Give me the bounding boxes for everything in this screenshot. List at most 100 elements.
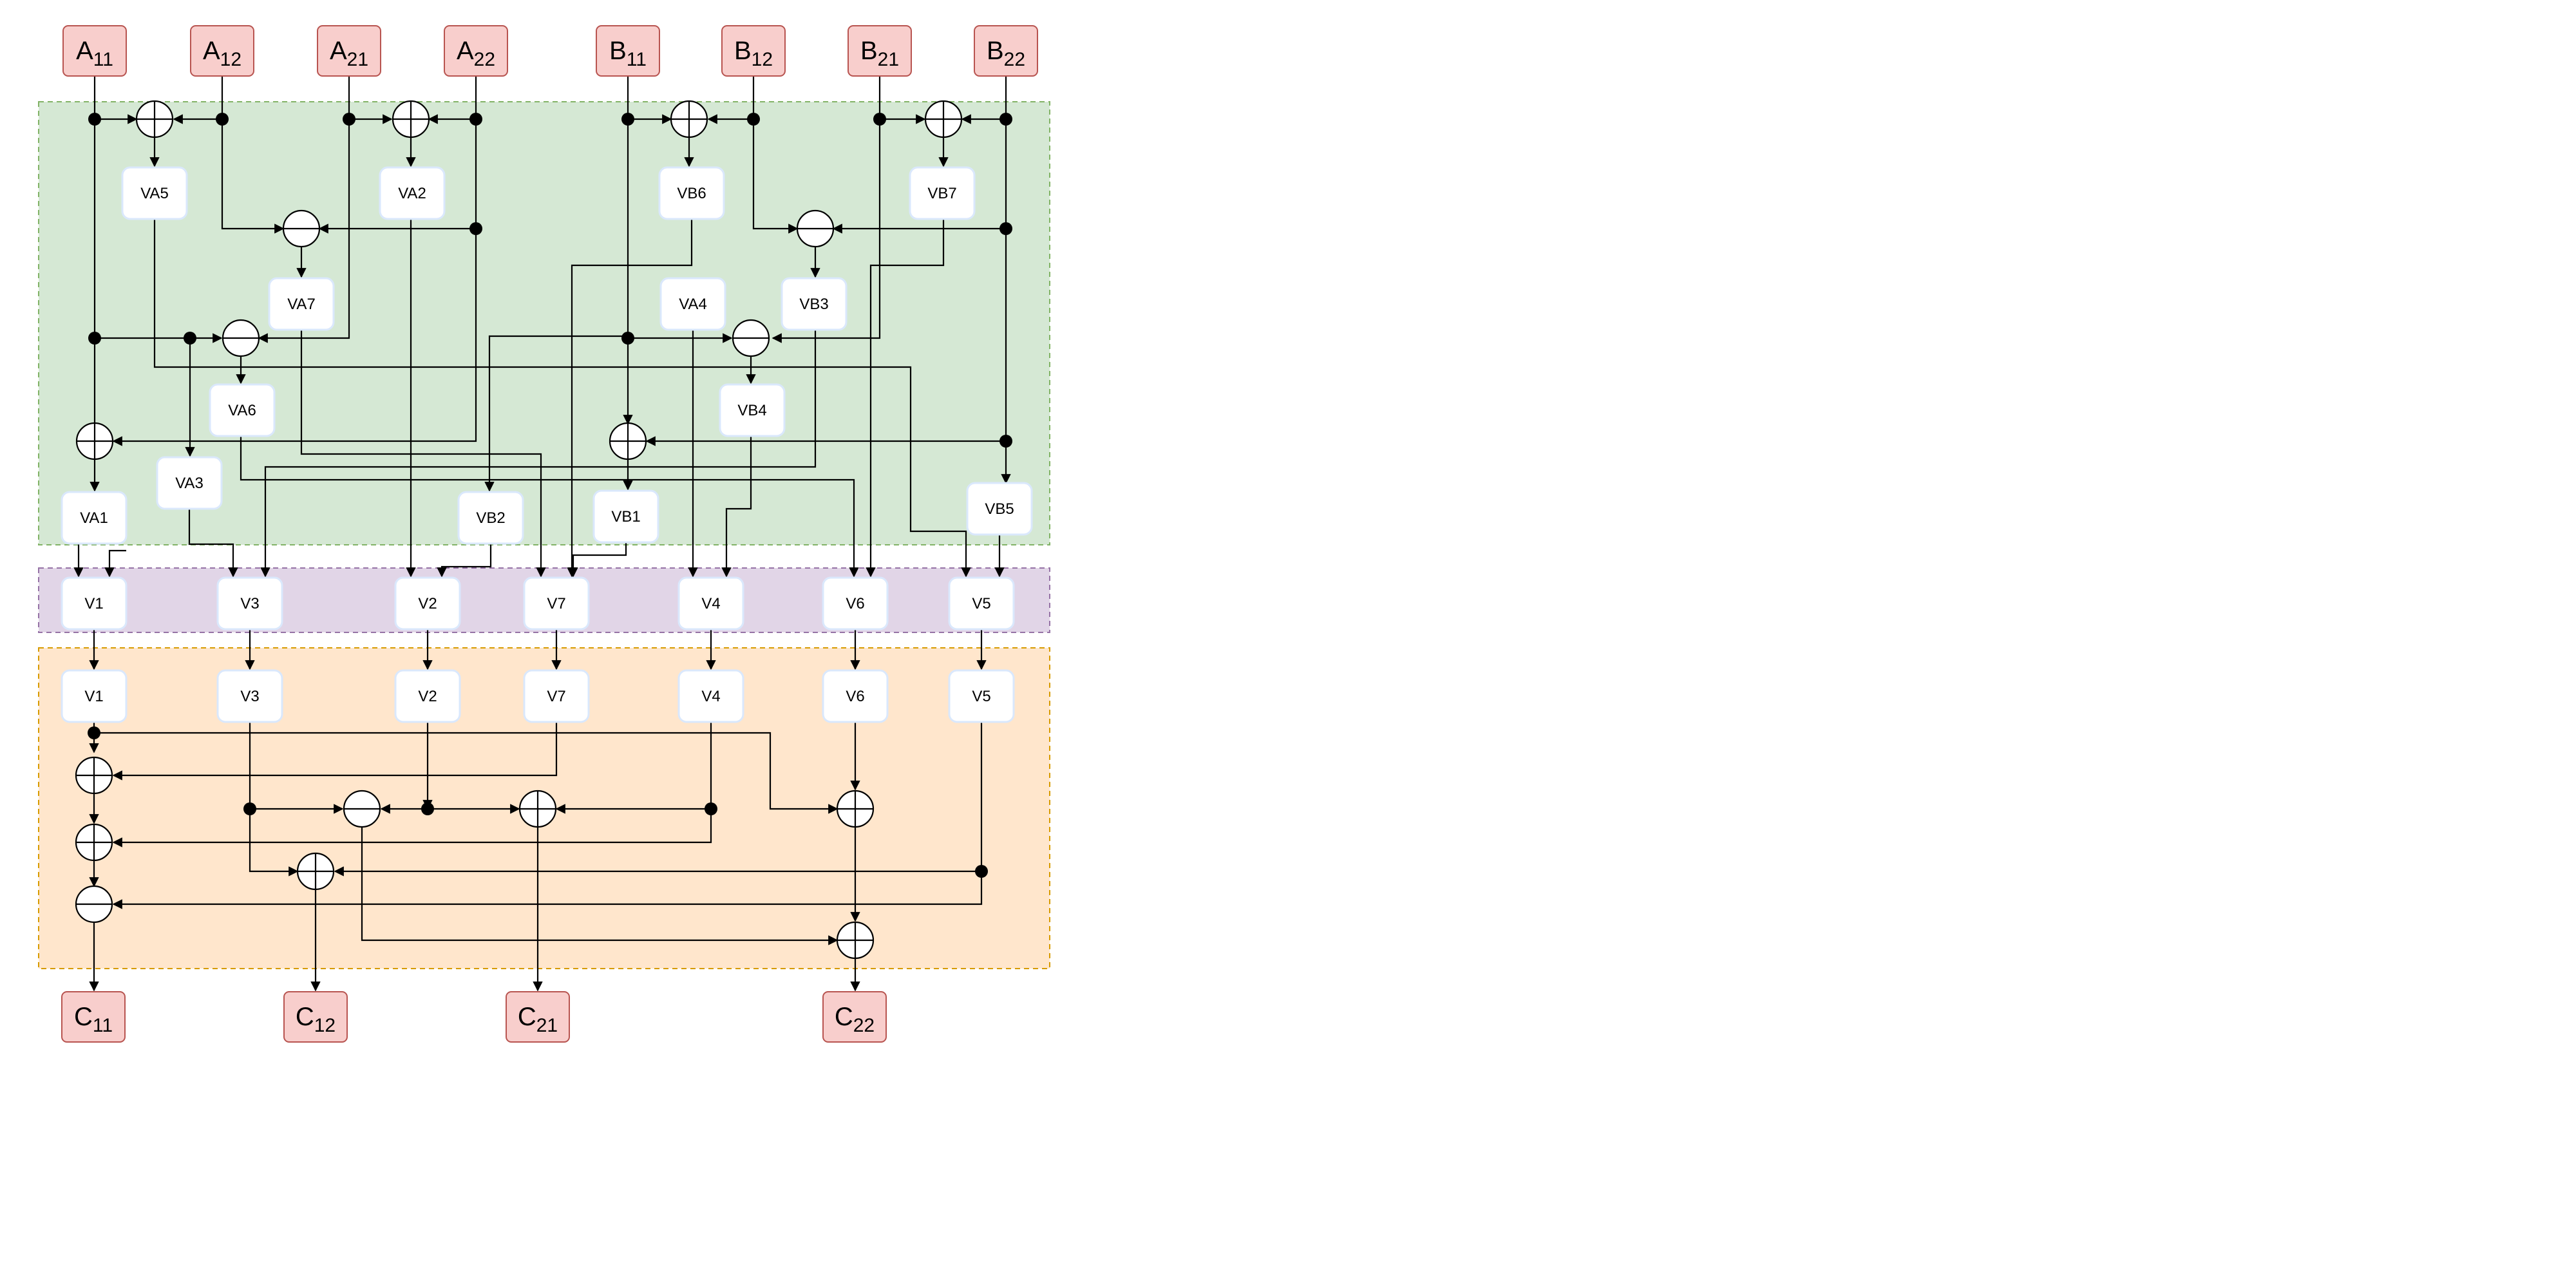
wire-vb7-v6 bbox=[866, 219, 945, 578]
stage2-box-v7: V7 bbox=[523, 576, 590, 630]
sub-b21-b11-op bbox=[732, 319, 770, 357]
stage2-box-v1: V1 bbox=[61, 576, 128, 630]
svg-text:VA7: VA7 bbox=[287, 296, 316, 313]
add-a11-a22-op bbox=[75, 422, 114, 460]
wire-va6-v3 bbox=[240, 436, 859, 578]
wire-v3-down bbox=[249, 722, 299, 876]
svg-text:B22: B22 bbox=[987, 37, 1025, 70]
output-c11: C11 bbox=[61, 991, 126, 1043]
connection-lines bbox=[73, 76, 1011, 992]
add-c22-step2-op bbox=[836, 921, 875, 960]
svg-text:C12: C12 bbox=[296, 1003, 336, 1036]
dot-b12-1 bbox=[747, 113, 760, 126]
input-a21: A21 bbox=[317, 25, 381, 77]
svg-text:VA1: VA1 bbox=[80, 509, 108, 527]
wire-va1-v1b bbox=[104, 549, 126, 578]
svg-text:V5: V5 bbox=[972, 688, 990, 705]
svg-text:VA2: VA2 bbox=[398, 185, 426, 202]
svg-text:V5: V5 bbox=[972, 595, 990, 612]
stage3-box-v1: V1 bbox=[61, 669, 128, 723]
svg-text:V4: V4 bbox=[701, 595, 720, 612]
wire-vb6-v7 bbox=[567, 219, 693, 578]
svg-text:V1: V1 bbox=[84, 688, 103, 705]
box-vb7: VB7 bbox=[909, 166, 976, 220]
add-b11-b22-op bbox=[609, 422, 647, 460]
add-b21-b22-op bbox=[924, 100, 963, 138]
dot-a11-2 bbox=[88, 332, 101, 345]
stage2-box-v4: V4 bbox=[677, 576, 744, 630]
wire-va7-v7 bbox=[300, 330, 546, 578]
stage2-box-v5: V5 bbox=[948, 576, 1015, 630]
input-b22: B22 bbox=[974, 25, 1038, 77]
dot-v2-1 bbox=[421, 802, 434, 815]
stage3-box-v2: V2 bbox=[394, 669, 461, 723]
box-vb1: VB1 bbox=[592, 489, 659, 544]
dot-b22-3 bbox=[999, 435, 1012, 448]
input-a22: A22 bbox=[444, 25, 508, 77]
svg-text:VB2: VB2 bbox=[476, 509, 505, 527]
box-vb3: VB3 bbox=[781, 277, 848, 331]
add-c21-op bbox=[518, 790, 557, 828]
wire-vb1-v7 bbox=[568, 542, 627, 578]
output-c21: C21 bbox=[506, 991, 570, 1043]
svg-text:VB3: VB3 bbox=[799, 296, 828, 313]
input-a11: A11 bbox=[62, 25, 127, 77]
add-a21-a22-op bbox=[392, 100, 430, 138]
sub-b12-b22-op bbox=[796, 209, 835, 248]
dot-b22-2 bbox=[999, 222, 1012, 235]
stage2-box-v3: V3 bbox=[216, 576, 283, 630]
sub-a21-a11-op bbox=[222, 319, 260, 357]
svg-text:VA6: VA6 bbox=[228, 402, 256, 419]
input-b11: B11 bbox=[596, 25, 660, 77]
dot-a12-1 bbox=[216, 113, 229, 126]
wire-v1-branch bbox=[94, 732, 838, 814]
svg-text:B12: B12 bbox=[734, 37, 773, 70]
svg-text:A22: A22 bbox=[457, 37, 495, 70]
wire-v7-to-add bbox=[112, 722, 558, 781]
wire-b12-stem bbox=[752, 76, 799, 234]
add-c11-step2-op bbox=[75, 823, 113, 862]
dot-v5-1 bbox=[975, 865, 988, 878]
stage2-box-v2: V2 bbox=[394, 576, 461, 630]
svg-text:V1: V1 bbox=[84, 595, 103, 612]
sub-a12-a22-op bbox=[282, 209, 321, 248]
dot-a11-3 bbox=[184, 332, 196, 345]
wire-a22-stem bbox=[112, 76, 477, 446]
dot-v3-1 bbox=[243, 802, 256, 815]
input-b21: B21 bbox=[848, 25, 912, 77]
wire-v4-down bbox=[112, 722, 712, 848]
add-c22-step1-op bbox=[836, 790, 875, 828]
box-va3: VA3 bbox=[156, 456, 223, 510]
sub-v3-v2-op bbox=[343, 790, 381, 828]
wire-va5-v3 bbox=[153, 219, 971, 578]
junction-dots bbox=[88, 113, 1012, 878]
dot-a22-1 bbox=[469, 113, 482, 126]
input-a12: A12 bbox=[190, 25, 254, 77]
wire-a12-stem bbox=[221, 76, 285, 234]
add-c12-op bbox=[296, 852, 335, 891]
wire-v5-down bbox=[112, 722, 983, 909]
box-vb5: VB5 bbox=[966, 482, 1033, 536]
stage3-box-v7: V7 bbox=[523, 669, 590, 723]
dot-a22-2 bbox=[469, 222, 482, 235]
box-va7: VA7 bbox=[268, 277, 335, 331]
stage3-box-v3: V3 bbox=[216, 669, 283, 723]
dot-v4-1 bbox=[705, 802, 717, 815]
svg-text:VB6: VB6 bbox=[677, 185, 706, 202]
svg-text:V4: V4 bbox=[701, 688, 720, 705]
svg-text:A21: A21 bbox=[330, 37, 368, 70]
box-va6: VA6 bbox=[209, 383, 276, 437]
add-b11-b12-op bbox=[670, 100, 708, 138]
svg-text:V3: V3 bbox=[240, 595, 259, 612]
stage3-box-v6: V6 bbox=[822, 669, 889, 723]
stage3-box-v4: V4 bbox=[677, 669, 744, 723]
operator-nodes bbox=[75, 100, 963, 960]
svg-text:V2: V2 bbox=[418, 688, 437, 705]
svg-text:A11: A11 bbox=[76, 37, 113, 70]
svg-text:V6: V6 bbox=[846, 688, 864, 705]
input-b12: B12 bbox=[721, 25, 786, 77]
dot-b11-2 bbox=[621, 332, 634, 345]
dot-a11-1 bbox=[88, 113, 101, 126]
svg-text:VB4: VB4 bbox=[737, 402, 766, 419]
